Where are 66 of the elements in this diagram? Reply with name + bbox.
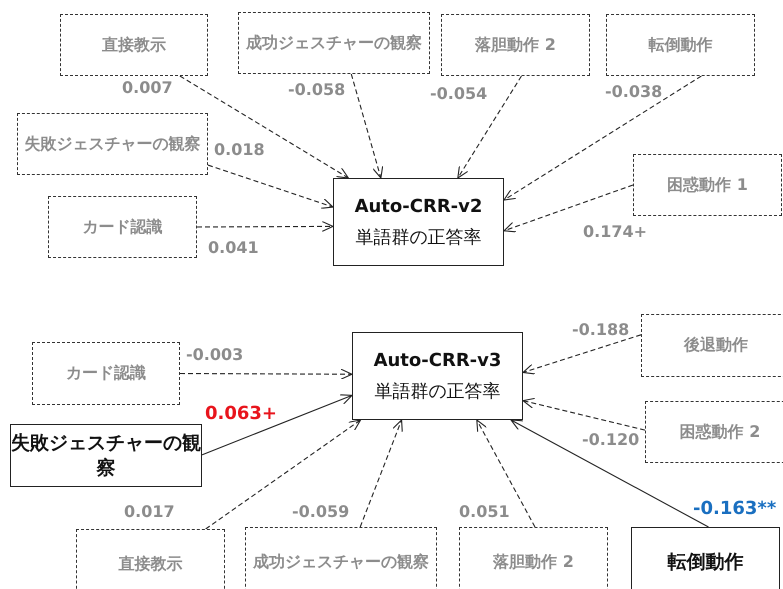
edge-label: -0.059 [292,502,350,521]
variable-name: 転倒動作 [648,34,712,56]
arrow [350,74,384,179]
outcome-box [333,178,504,266]
edge-label: -0.058 [288,80,346,99]
variable-name: 失敗ジェスチャーの観察 [24,134,200,154]
edge-label: -0.188 [572,320,630,339]
variable-name: 直接教示 [102,34,166,56]
variable-name: 落胆動作 2 [493,552,574,572]
measure-name: 単語群の正答率 [356,226,482,248]
arrow [208,164,334,209]
variable-box [641,314,783,377]
arrow [522,398,646,431]
variable-name: カード認識 [82,216,162,238]
variable-box [76,529,225,589]
arrow [180,368,353,380]
variable-name: 落胆動作 2 [475,34,556,56]
edge-label: 0.063+ [205,403,278,424]
arrow [202,394,353,456]
edge-label: -0.163** [693,498,776,519]
arrow [476,419,536,528]
variable-box [10,424,202,487]
edge-label: 0.017 [124,502,175,521]
variable-name: 困惑動作 1 [667,174,748,196]
variable-box [238,12,430,74]
model-name: Auto-CRR-v2 [354,196,482,216]
edge-label: 0.007 [122,78,173,97]
measure-name: 単語群の正答率 [374,380,500,402]
variable-name: 後退動作 [684,335,748,356]
edge-label: -0.003 [186,345,244,364]
arrow [510,419,709,528]
model-name: Auto-CRR-v3 [374,350,502,370]
variable-box [459,527,608,589]
edge-label: -0.054 [430,84,488,103]
edge-label: 0.174+ [583,222,648,241]
arrow [503,184,634,232]
variable-box [633,154,782,216]
variable-box [645,401,783,463]
variable-box [441,14,590,76]
variable-box [17,113,208,175]
variable-box [32,342,180,405]
arrow [522,334,642,374]
variable-box [48,196,197,258]
variable-name: カード認識 [66,363,146,384]
variable-name: 成功ジェスチャーの観察 [246,32,422,54]
edge-label: 0.051 [459,502,510,521]
edge-label: 0.018 [214,140,265,159]
edge-label: -0.038 [605,82,662,101]
edge-label: 0.041 [208,238,259,257]
arrow [360,419,403,528]
arrow [205,419,362,530]
arrow [180,76,349,179]
outcome-box [352,332,523,420]
variable-name: 直接教示 [118,554,182,574]
variable-box [60,14,208,76]
arrow [503,76,702,201]
variable-box [606,14,755,76]
variable-name: 転倒動作 [668,550,744,574]
arrow [457,76,522,179]
variable-name: 困惑動作 2 [680,422,760,442]
variable-name: 成功ジェスチャーの観察 [253,552,429,572]
variable-box [245,527,437,589]
variable-box [631,527,780,589]
edge-label: -0.120 [582,430,640,449]
variable-name: 失敗ジェスチャーの観察 [11,430,201,480]
arrow [197,220,334,232]
